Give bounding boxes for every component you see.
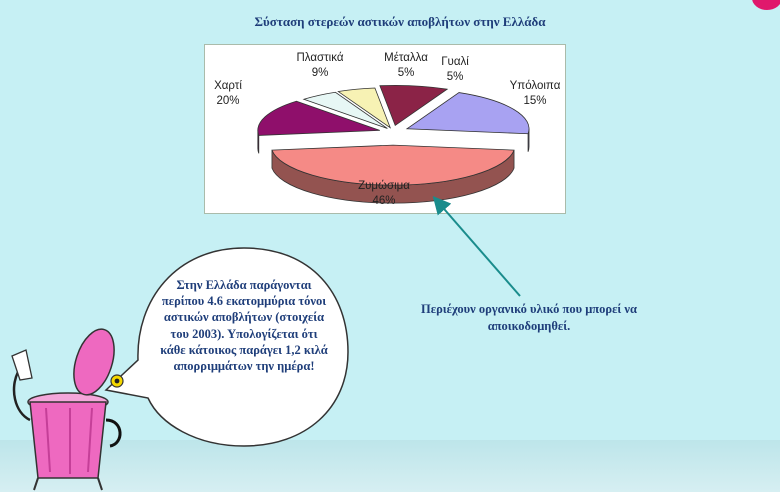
label-ypoloipa-value: 15% bbox=[523, 95, 547, 107]
label-metalla-value: 5% bbox=[397, 67, 415, 79]
label-plastika-name: Πλαστικά bbox=[296, 52, 344, 64]
pie-slice-4 bbox=[379, 84, 449, 127]
pie-slice-3 bbox=[337, 87, 392, 129]
label-gyali-name: Γυαλί bbox=[441, 56, 469, 68]
pie-slice-top-2 bbox=[302, 91, 388, 129]
bubble-text: Στην Ελλάδα παράγονται περίπου 4.6 εκατο… bbox=[160, 278, 328, 374]
label-ypoloipa-name: Υπόλοιπα bbox=[509, 80, 561, 92]
label-plastika: Πλαστικά 9% bbox=[285, 51, 355, 81]
slide-title: Σύσταση στερεών αστικών αποβλήτων στην Ε… bbox=[254, 14, 546, 29]
pie-slice-top-3 bbox=[337, 87, 392, 129]
label-xarti-value: 20% bbox=[216, 95, 240, 107]
pointer-arrow bbox=[432, 195, 521, 297]
label-metalla: Μέταλλα 5% bbox=[371, 51, 441, 81]
label-zymosima: Ζυμώσιμα 46% bbox=[339, 179, 429, 209]
pie-slice-0 bbox=[271, 144, 515, 204]
label-zymosima-name: Ζυμώσιμα bbox=[358, 180, 410, 192]
corner-decoration bbox=[752, 0, 780, 10]
floor-band bbox=[0, 440, 780, 492]
label-ypoloipa: Υπόλοιπα 15% bbox=[507, 79, 563, 109]
pie-slice-top-1 bbox=[257, 100, 380, 136]
pie-slice-2 bbox=[302, 91, 388, 129]
pie-slice-top-0 bbox=[271, 144, 515, 186]
label-xarti-name: Χαρτί bbox=[214, 80, 242, 92]
pie-slice-top-4 bbox=[379, 84, 449, 127]
pie-slice-5 bbox=[405, 92, 530, 152]
label-plastika-value: 9% bbox=[311, 67, 329, 79]
label-gyali-value: 5% bbox=[446, 71, 464, 83]
label-gyali: Γυαλί 5% bbox=[431, 55, 479, 85]
annotation-note: Περιέχουν οργανικό υλικό που μπορεί να α… bbox=[421, 302, 637, 333]
waste-bin-mascot-icon bbox=[11, 328, 124, 491]
label-metalla-name: Μέταλλα bbox=[384, 52, 428, 64]
speech-bubble bbox=[104, 247, 349, 447]
pie-slice-top-5 bbox=[405, 92, 530, 135]
pie-slice-1 bbox=[257, 100, 380, 154]
pie-chart-svg bbox=[257, 84, 530, 204]
pie-chart: Ζυμώσιμα 46% Υπόλοιπα 15% Γυαλί 5% Μέταλ… bbox=[204, 44, 566, 214]
label-zymosima-value: 46% bbox=[372, 195, 396, 207]
label-xarti: Χαρτί 20% bbox=[207, 79, 249, 109]
